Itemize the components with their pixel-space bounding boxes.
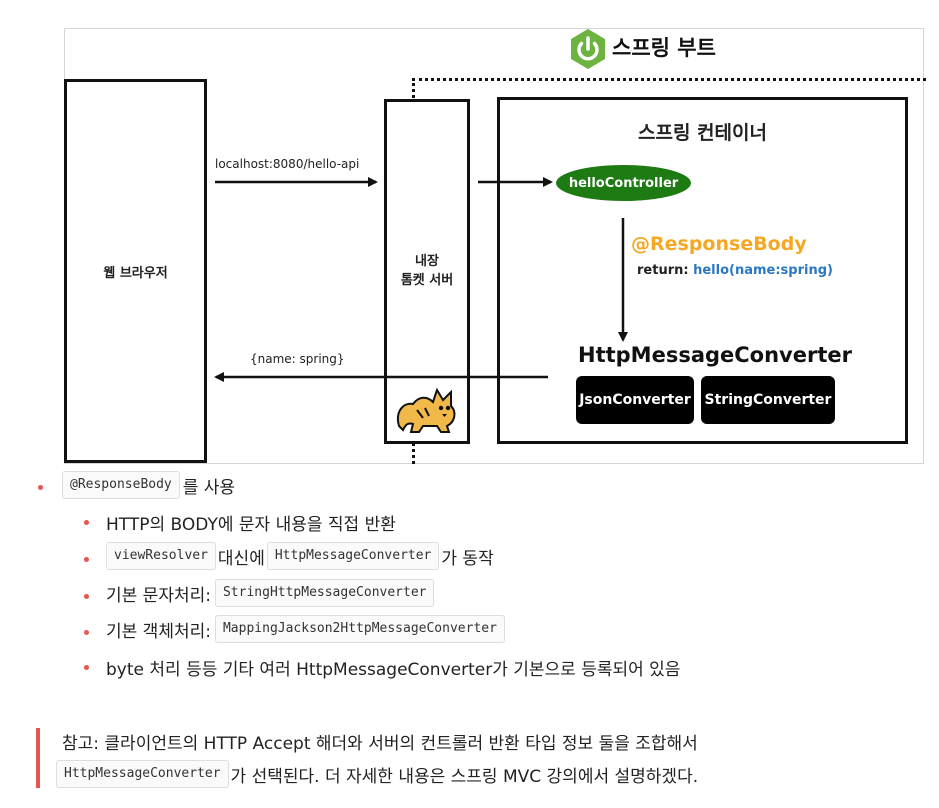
spring-container-title: 스프링 컨테이너 [638, 122, 767, 144]
response-json-label: {name: spring} [250, 352, 345, 366]
sub-item-string-converter: 기본 문자처리: StringHttpMessageConverter [106, 579, 435, 607]
code-http-message-converter-note: HttpMessageConverter [56, 760, 229, 788]
code-string-converter: StringHttpMessageConverter [214, 579, 435, 607]
code-http-message-converter: HttpMessageConverter [266, 542, 440, 570]
sub-item-text: 가 동작 [441, 548, 494, 569]
tomcat-server-box: 내장 톰켓 서버 [384, 99, 470, 444]
note-text: 가 선택된다. 더 자세한 내용은 스프링 MVC 강의에서 설명하겠다. [230, 766, 699, 787]
bullet-dot [84, 520, 89, 525]
spring-boot-title: 스프링 부트 [612, 36, 716, 60]
sub-item-jackson-converter: 기본 객체처리: MappingJackson2HttpMessageConve… [106, 615, 505, 643]
bullet-dot [84, 665, 89, 670]
note-line-1: 참고: 클라이언트의 HTTP Accept 해더와 서버의 컨트롤러 반환 타… [62, 734, 698, 754]
spring-power-icon [571, 29, 605, 69]
code-view-resolver: viewResolver [106, 542, 216, 570]
sub-item-http-body: HTTP의 BODY에 문자 내용을 직접 반환 [106, 515, 396, 535]
bullet-dot [84, 557, 89, 562]
code-jackson-converter: MappingJackson2HttpMessageConverter [214, 615, 505, 643]
http-message-converter-title: HttpMessageConverter [578, 343, 852, 367]
return-statement: return: hello(name:spring) [637, 263, 833, 278]
arrows-layer [214, 177, 628, 382]
sub-item-view-resolver: viewResolver 대신에 HttpMessageConverter 가 … [106, 542, 494, 570]
tomcat-cat-icon [397, 387, 456, 433]
note-line-2: HttpMessageConverter 가 선택된다. 더 자세한 내용은 스… [56, 760, 698, 788]
code-response-body: @ResponseBody [62, 471, 180, 499]
web-browser-box: 웹 브라우저 [64, 79, 207, 463]
bullet-dot [84, 630, 89, 635]
sub-item-text: 대신에 [217, 548, 265, 569]
tomcat-server-label: 내장 톰켓 서버 [400, 254, 454, 288]
return-prefix: return: [637, 263, 689, 278]
json-converter-box: JsonConverter [576, 376, 694, 424]
list-item-text: 를 사용 [182, 477, 236, 498]
spring-boot-diagram: 스프링 부트 웹 브라우저 내장 톰켓 서버 스프링 컨테이너 helloCon… [64, 28, 926, 464]
response-body-annotation: @ResponseBody [631, 233, 807, 255]
note-quote-bar [36, 728, 40, 788]
return-value: hello(name:spring) [693, 263, 833, 278]
sub-item-label: 기본 객체처리: [106, 621, 211, 642]
sub-item-byte: byte 처리 등등 기타 여러 HttpMessageConverter가 기… [106, 660, 681, 680]
hello-controller-node: helloController [556, 165, 691, 201]
list-item-response-body: @ResponseBody 를 사용 [62, 471, 235, 499]
web-browser-label: 웹 브라우저 [103, 265, 168, 281]
request-url-label: localhost:8080/hello-api [215, 157, 360, 171]
string-converter-box: StringConverter [701, 376, 835, 424]
bullet-dot [84, 594, 89, 599]
bullet-dot [38, 485, 43, 490]
sub-item-label: 기본 문자처리: [106, 585, 211, 606]
